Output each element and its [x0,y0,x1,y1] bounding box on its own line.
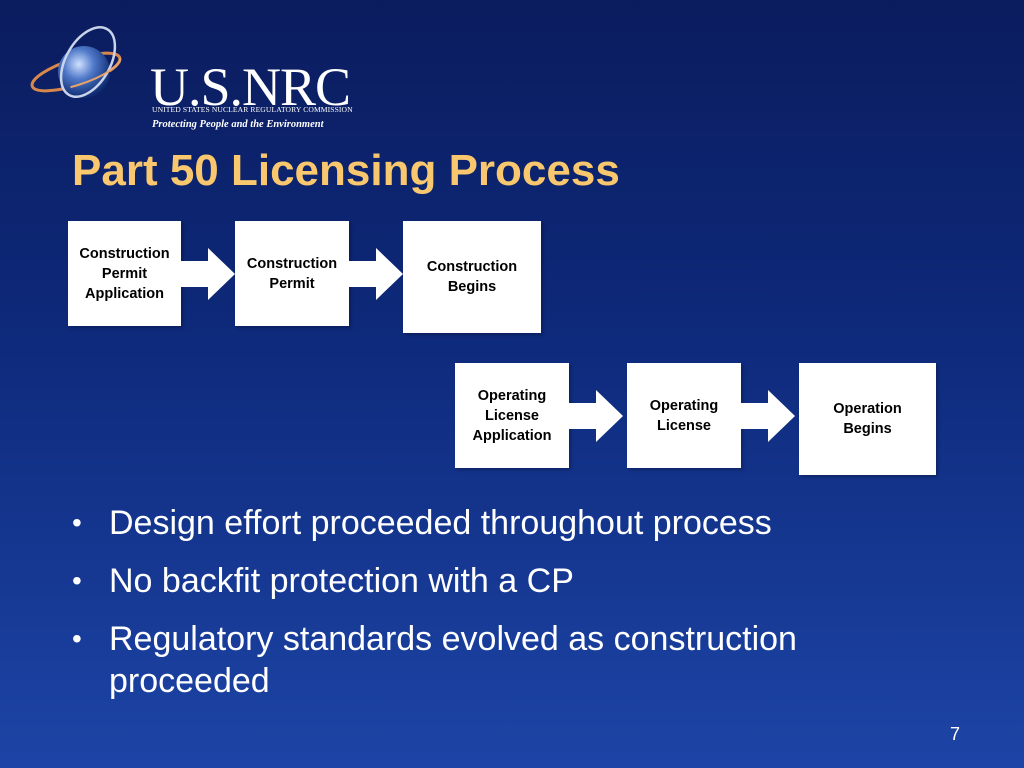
logo-tagline: Protecting People and the Environment [152,119,324,130]
box-label: Operating License Application [472,388,552,444]
box-label: Construction Permit Application [79,246,170,302]
box-operation-begins: Operation Begins [799,363,936,475]
arrow-right-icon [181,248,235,300]
logo-agency-name: UNITED STATES NUCLEAR REGULATORY COMMISS… [152,105,353,114]
box-label: Operating License [649,398,719,434]
box-construction-permit-application: Construction Permit Application [68,221,181,326]
box-label: Construction Begins [426,259,518,295]
globe-orbit-icon [30,26,122,98]
arrow-right-icon [569,390,623,442]
page-number: 7 [950,724,961,744]
arrow-right-icon [349,248,403,300]
bullet-list: Design effort proceeded throughout proce… [72,502,972,718]
box-operating-license-application: Operating License Application [455,363,569,468]
bullet-item: Design effort proceeded throughout proce… [72,502,972,544]
bullet-item: Regulatory standards evolved as construc… [72,618,939,702]
logo-wordmark: U.S.NRC [150,57,351,117]
box-label: Construction Permit [246,256,338,292]
slide-title: Part 50 Licensing Process [72,146,620,195]
box-construction-permit: Construction Permit [235,221,349,326]
box-construction-begins: Construction Begins [403,221,541,333]
arrow-right-icon [741,390,795,442]
nrc-logo: U.S.NRC UNITED STATES NUCLEAR REGULATORY… [26,22,353,130]
box-operating-license: Operating License [627,363,741,468]
box-label: Operation Begins [833,401,902,437]
bullet-item: No backfit protection with a CP [72,560,972,602]
